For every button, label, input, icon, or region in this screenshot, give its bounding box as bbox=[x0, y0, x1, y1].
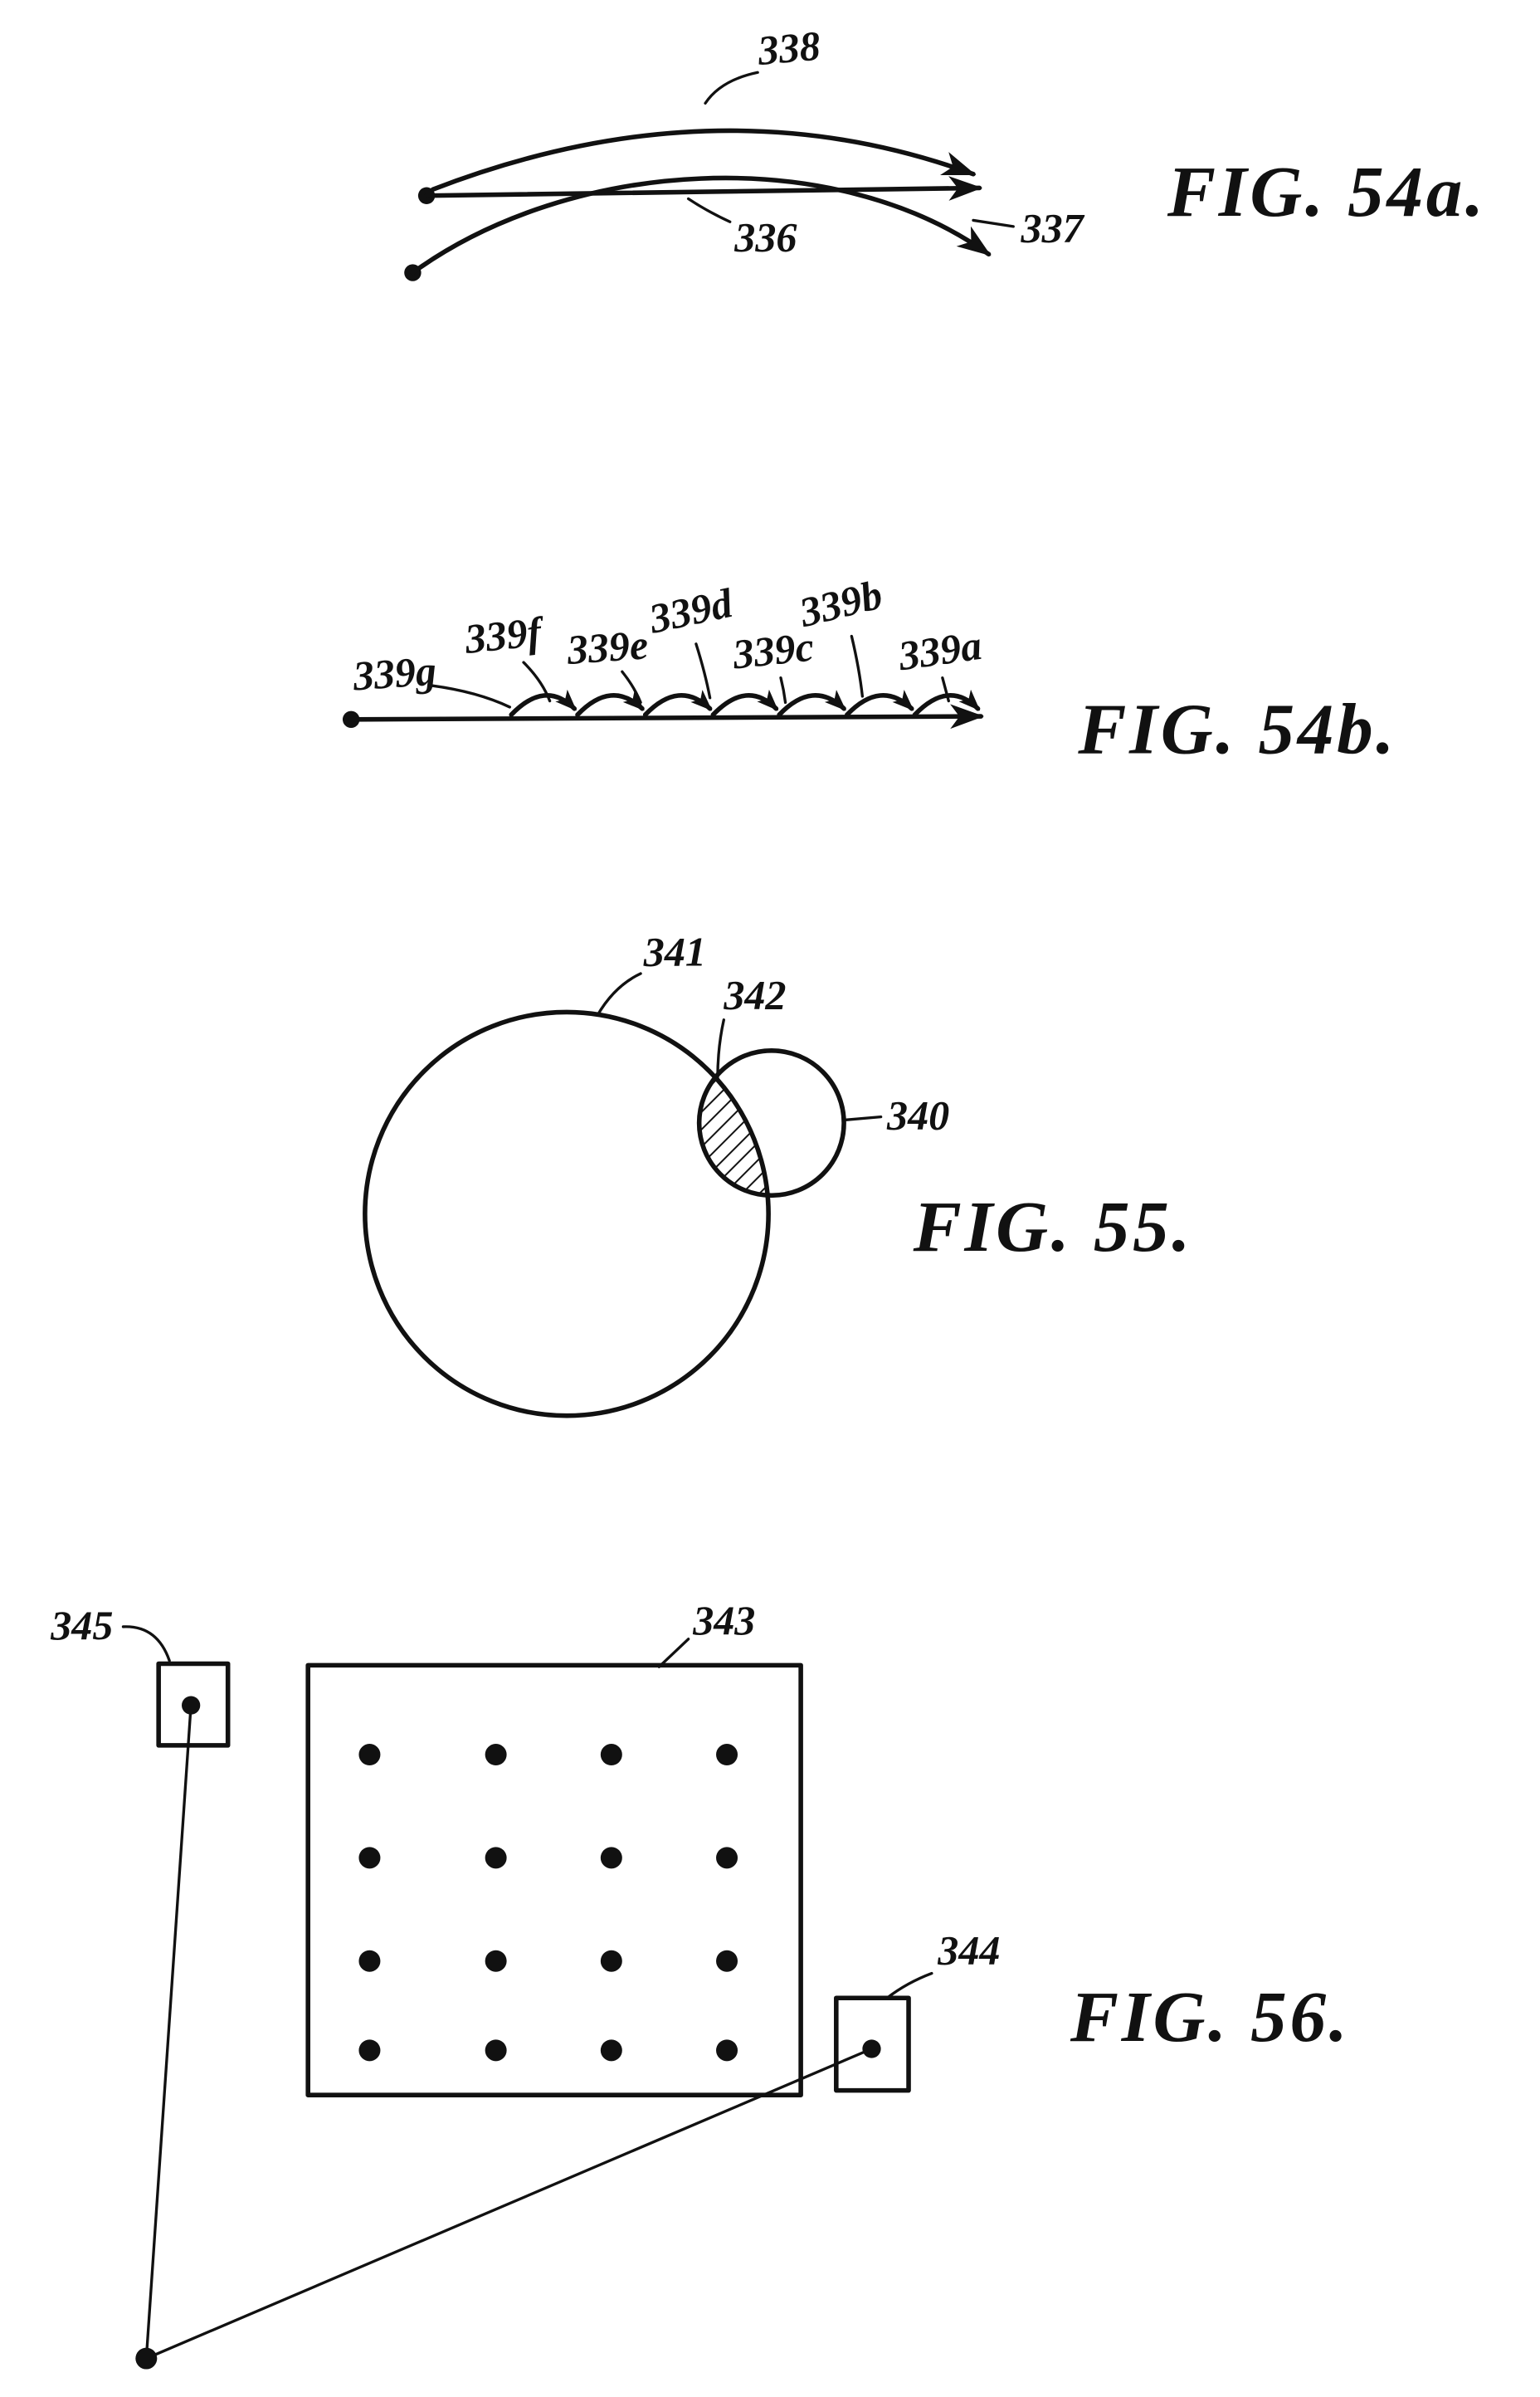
ref-339e: 339e bbox=[565, 621, 650, 673]
grid-dot bbox=[600, 1950, 622, 1972]
fig56-rect345-dot bbox=[182, 1696, 201, 1715]
grid-dot bbox=[485, 1950, 507, 1972]
ref-344: 344 bbox=[937, 1926, 1000, 1973]
fig54a-leader-338 bbox=[704, 71, 759, 105]
fig56-square-343 bbox=[305, 1662, 803, 2097]
fig56-leader-344 bbox=[885, 1971, 933, 1999]
fig55-overlap-region-342 bbox=[697, 1074, 770, 1198]
fig55-large-circle-341 bbox=[363, 1009, 771, 1418]
fig54b-leader-339a bbox=[941, 676, 950, 703]
grid-dot bbox=[716, 1847, 738, 1869]
ref-345: 345 bbox=[50, 1602, 113, 1648]
fig54b-leader-339c bbox=[779, 676, 787, 705]
fig54a-title: FIG. 54a. bbox=[1167, 151, 1487, 232]
ref-339f: 339f bbox=[462, 608, 547, 662]
fig54b-title: FIG. 54b. bbox=[1077, 689, 1397, 769]
fig54b-bump-339f bbox=[575, 690, 645, 718]
fig55-leader-341 bbox=[596, 972, 642, 1017]
grid-dot bbox=[600, 1744, 622, 1766]
fig54b-leader-339e bbox=[621, 670, 642, 705]
fig54a-leader-336 bbox=[686, 197, 732, 223]
fig54b-baseline bbox=[348, 704, 984, 730]
ref-339b: 339b bbox=[794, 571, 887, 637]
grid-dot bbox=[716, 2039, 738, 2062]
fig55-leader-342 bbox=[716, 1018, 725, 1080]
fig54b-bump-339e bbox=[642, 690, 713, 718]
fig54b-leader-339g bbox=[430, 684, 512, 709]
grid-dot bbox=[358, 1744, 381, 1766]
grid-dot bbox=[358, 1950, 381, 1972]
grid-dot bbox=[358, 2039, 381, 2062]
fig54b-leader-339d bbox=[694, 642, 712, 700]
fig56-convergence-dot bbox=[135, 2347, 158, 2370]
fig54b-leader-339f bbox=[522, 661, 552, 703]
fig54b-bump-339a bbox=[912, 689, 981, 718]
fig56-ray-344 bbox=[144, 2047, 874, 2360]
fig56-title: FIG. 56. bbox=[1070, 1976, 1350, 2057]
ref-339d: 339d bbox=[645, 579, 738, 642]
fig54b-bump-339g bbox=[509, 689, 578, 718]
fig54a-leader-337 bbox=[972, 218, 1015, 228]
fig55-leader-340 bbox=[844, 1115, 883, 1122]
fig54a-crossing-arc-337 bbox=[410, 175, 992, 276]
figure-54a: 338 336 337 FIG. 54a. bbox=[404, 22, 1487, 281]
fig56-rect-345 bbox=[156, 1661, 231, 1748]
fig54b-bump-339c bbox=[777, 690, 846, 718]
grid-dot bbox=[716, 1744, 738, 1766]
fig54a-baseline-336 bbox=[424, 176, 983, 201]
fig55-title: FIG. 55. bbox=[913, 1186, 1193, 1267]
grid-dot bbox=[716, 1950, 738, 1972]
fig56-dot-grid bbox=[358, 1744, 738, 2062]
fig56-leader-345 bbox=[121, 1625, 171, 1662]
fig54a-upper-arc-338 bbox=[430, 128, 977, 193]
ref-338: 338 bbox=[755, 22, 822, 74]
ref-339g: 339g bbox=[351, 647, 438, 700]
grid-dot bbox=[358, 1847, 381, 1869]
fig54b-bump-339d bbox=[710, 689, 779, 718]
ref-339c: 339c bbox=[730, 623, 816, 678]
grid-dot bbox=[600, 2039, 622, 2062]
ref-336: 336 bbox=[733, 214, 797, 261]
figure-56: 345 343 344 FIG. 56. bbox=[50, 1597, 1350, 2370]
fig56-rect-344 bbox=[834, 1995, 911, 2093]
ref-339a: 339a bbox=[895, 622, 985, 680]
ref-341: 341 bbox=[643, 929, 706, 975]
grid-dot bbox=[600, 1847, 622, 1869]
fig54b-bump-339b bbox=[845, 690, 914, 718]
fig56-leader-343 bbox=[657, 1638, 690, 1668]
figure-55: 341 342 340 FIG. 55. bbox=[363, 929, 1193, 1418]
fig56-rect344-dot bbox=[862, 2039, 881, 2058]
grid-dot bbox=[485, 1847, 507, 1869]
fig54b-leader-339b bbox=[850, 634, 865, 698]
ref-340: 340 bbox=[886, 1091, 949, 1138]
fig56-ray-345 bbox=[144, 1703, 192, 2360]
grid-dot bbox=[485, 1744, 507, 1766]
ref-342: 342 bbox=[723, 972, 786, 1018]
grid-dot bbox=[485, 2039, 507, 2062]
ref-337: 337 bbox=[1021, 204, 1085, 251]
figure-54b: 339g 339f 339e 339d 339c 339b 339a FIG. … bbox=[342, 571, 1397, 769]
ref-343: 343 bbox=[692, 1597, 755, 1643]
